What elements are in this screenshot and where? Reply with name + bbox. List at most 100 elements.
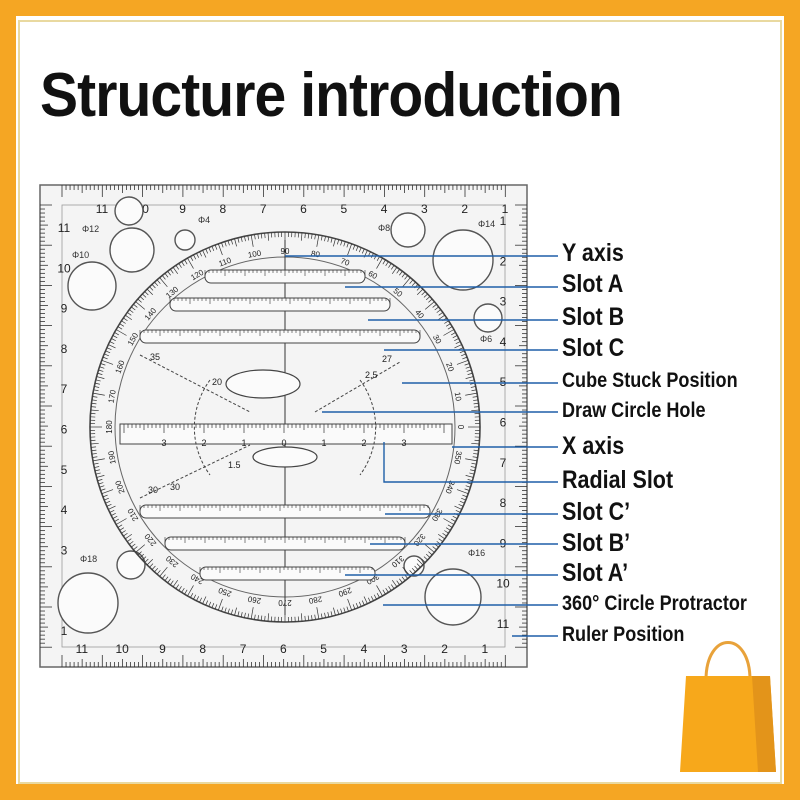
- protractor-tick: [221, 606, 224, 612]
- protractor-tick: [361, 248, 365, 254]
- protractor-tick: [367, 597, 371, 603]
- protractor-tick: [240, 236, 243, 242]
- protractor-tick: [260, 615, 263, 621]
- protractor-tick: [444, 530, 449, 534]
- protractor-tick: [199, 251, 203, 257]
- protractor-tick: [337, 609, 340, 615]
- callout-slot-a: Slot A: [562, 270, 624, 298]
- protractor-tick: [363, 596, 368, 604]
- hole-label-top-left: Φ12: [82, 224, 99, 234]
- protractor-tick: [227, 240, 230, 246]
- protractor-tick: [170, 580, 174, 585]
- edge-number-right: 10: [496, 577, 510, 591]
- protractor-tick: [230, 609, 233, 615]
- protractor-tick: [193, 594, 197, 600]
- hole-top-right-small: [390, 212, 426, 248]
- protractor-tick: [455, 341, 461, 345]
- protractor-tick: [470, 466, 476, 468]
- protractor-tick: [416, 558, 424, 566]
- protractor-tick: [234, 607, 237, 616]
- protractor-tick: [146, 558, 154, 566]
- protractor-label: 80: [310, 249, 321, 260]
- protractor-tick: [347, 243, 353, 256]
- protractor-tick: [445, 323, 451, 327]
- protractor-tick: [146, 288, 154, 296]
- protractor-tick: [257, 615, 259, 621]
- protractor-tick: [172, 267, 179, 275]
- protractor-tick: [455, 509, 461, 513]
- protractor-tick: [117, 326, 123, 330]
- protractor-tick: [149, 563, 154, 568]
- protractor-tick: [330, 611, 333, 617]
- protractor-tick: [434, 306, 439, 311]
- protractor-tick: [99, 366, 105, 369]
- protractor-tick: [388, 263, 392, 268]
- protractor-label: 180: [105, 420, 114, 434]
- protractor-tick: [409, 570, 414, 575]
- hole-bottom-left-small: [116, 550, 146, 580]
- edge-number-bottom: 2: [441, 642, 448, 656]
- protractor-tick: [104, 497, 109, 501]
- protractor-tick: [456, 359, 469, 365]
- edge-number-top: 2: [461, 202, 468, 216]
- protractor-tick: [307, 615, 310, 621]
- edge-number-bottom: 11: [76, 642, 89, 656]
- protractor-tick: [267, 232, 270, 241]
- slot-label-30-b: 30: [170, 482, 180, 492]
- edge-number-left: 7: [61, 382, 68, 396]
- protractor-tick: [184, 589, 188, 595]
- protractor-tick: [470, 469, 476, 472]
- protractor-tick: [396, 580, 400, 585]
- protractor-tick: [139, 296, 145, 301]
- protractor-tick: [97, 479, 103, 482]
- callout-y-axis: Y axis: [562, 239, 624, 267]
- edge-number-top: 1: [502, 202, 509, 216]
- protractor-tick: [109, 509, 115, 513]
- protractor-tick: [340, 240, 343, 246]
- protractor-tick: [346, 242, 349, 248]
- protractor-tick: [432, 304, 437, 308]
- hole-bottom-left: [57, 572, 119, 634]
- protractor-tick: [224, 241, 227, 247]
- protractor-tick: [127, 538, 132, 542]
- protractor-tick: [451, 332, 456, 336]
- protractor-label: 10: [453, 391, 464, 402]
- protractor-tick: [247, 613, 250, 619]
- protractor-tick: [316, 607, 320, 620]
- callout-radial-slot: Radial Slot: [562, 466, 674, 494]
- protractor-label: 170: [107, 389, 118, 404]
- protractor-tick: [473, 402, 479, 405]
- protractor-tick: [340, 608, 343, 614]
- slot: [169, 297, 391, 312]
- protractor-tick: [92, 392, 105, 396]
- protractor-tick: [175, 265, 180, 270]
- protractor-tick: [401, 273, 406, 278]
- protractor-tick: [470, 386, 476, 388]
- protractor-tick: [237, 611, 240, 617]
- slot-label-35: 35: [150, 352, 160, 362]
- protractor-tick: [409, 279, 414, 284]
- protractor-tick: [121, 530, 126, 534]
- radial-slot-lower-left: [139, 444, 251, 499]
- hole-label-top-small: Φ4: [198, 215, 210, 225]
- protractor-tick: [466, 482, 472, 485]
- protractor-tick: [352, 604, 356, 610]
- protractor-tick: [129, 541, 134, 545]
- edge-number-right: 2: [500, 254, 507, 268]
- edge-number-top: 6: [300, 202, 307, 216]
- protractor-tick: [467, 479, 473, 482]
- callout-draw-circle-hole: Draw Circle Hole: [562, 399, 706, 422]
- protractor-tick: [264, 233, 266, 239]
- protractor-tick: [135, 301, 146, 310]
- protractor-tick: [254, 614, 256, 620]
- protractor-tick: [436, 309, 441, 313]
- shopping-bag-icon: [680, 641, 776, 772]
- callout-cube-stuck-position: Cube Stuck Position: [562, 369, 738, 392]
- protractor-tick: [314, 614, 316, 620]
- protractor-tick: [469, 472, 475, 475]
- protractor-tick: [137, 298, 142, 303]
- protractor-tick: [205, 248, 209, 254]
- edge-number-right: 8: [500, 496, 507, 510]
